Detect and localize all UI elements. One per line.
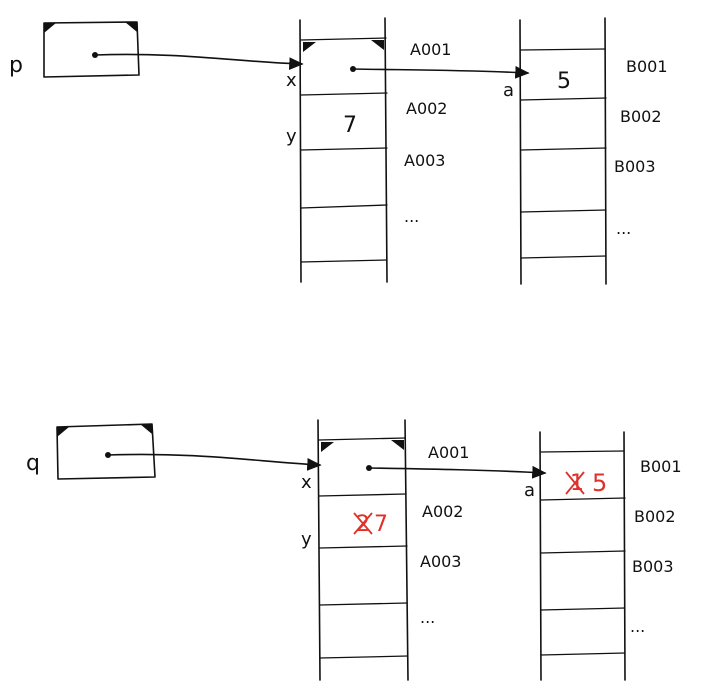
memory-b-right-edge (604, 17, 607, 285)
address-a-more: ... (420, 608, 435, 627)
memory-a-right-edge (384, 17, 388, 283)
memory-b-cell-line (540, 450, 625, 453)
address-a002: A002 (406, 99, 447, 118)
pointer-label-p: p (9, 53, 23, 78)
memory-b-left-edge (519, 19, 522, 285)
memory-b-cell-line (540, 550, 626, 554)
corner-mark (44, 23, 56, 33)
strike-mark (353, 512, 373, 535)
pointer-label-q: q (26, 451, 40, 476)
address-a003: A003 (420, 552, 461, 571)
corner-mark (371, 40, 384, 50)
memory-b-cell-line (520, 147, 607, 151)
corner-mark (140, 424, 152, 434)
memory-a-cell-line (319, 602, 408, 606)
memory-a-cell-line (319, 655, 409, 659)
memory-a-cell-line (300, 147, 388, 151)
address-a001: A001 (428, 443, 469, 462)
memory-a-left-edge (299, 19, 302, 283)
pointer-arrow-x-to-a (352, 65, 530, 79)
memory-a-cell-line (300, 92, 388, 96)
memory-a-left-edge (317, 419, 321, 681)
memory-a-cell-line (318, 437, 406, 441)
memory-a-cell-line (300, 37, 387, 41)
memory-a-cell-line (319, 545, 408, 549)
corner-mark (125, 22, 137, 32)
memory-b-left-edge (539, 431, 542, 681)
memory-b-cell-line (520, 209, 607, 213)
address-b003: B003 (614, 157, 656, 176)
address-b002: B002 (620, 107, 662, 126)
var-label-a: a (503, 80, 514, 101)
memory-b-right-edge (623, 431, 626, 681)
top-scenario: p x y 7 A001 A002 A003 ... a 5 B0 (9, 17, 668, 285)
bottom-scenario: q x y 2 7 A001 A002 A003 ... a (26, 419, 682, 681)
memory-b-cell-line (520, 255, 607, 259)
pointer-box-p (43, 21, 140, 78)
pointer-arrow-q-to-x (107, 453, 322, 471)
corner-mark (303, 42, 316, 52)
address-b-more: ... (630, 617, 645, 636)
memory-b-cell-line (520, 97, 607, 101)
var-label-y: y (286, 126, 297, 147)
strike-mark (565, 471, 585, 495)
corner-mark (391, 440, 404, 450)
memory-b-cell-line (540, 607, 626, 611)
cell-value-a-new: 5 (592, 469, 607, 497)
address-a001: A001 (410, 40, 451, 59)
pointer-arrow-x-to-a (368, 465, 547, 479)
address-b-more: ... (616, 219, 631, 238)
pointer-arrow-p-to-x (94, 53, 304, 70)
memory-a-cell-line (300, 259, 388, 263)
memory-a-right-edge (404, 419, 409, 681)
var-label-x: x (286, 70, 297, 91)
var-label-a: a (524, 480, 535, 501)
address-a002: A002 (422, 502, 463, 521)
address-a003: A003 (404, 151, 445, 170)
memory-b-cell-line (520, 48, 606, 51)
memory-b-cell-line (540, 652, 626, 656)
cell-value-y: 7 (343, 113, 357, 138)
cell-value-y-new: 7 (374, 512, 388, 537)
pointer-box-q (56, 423, 156, 480)
corner-mark (321, 442, 334, 452)
cell-value-a: 5 (557, 69, 571, 94)
var-label-x: x (301, 472, 312, 493)
address-b001: B001 (626, 57, 668, 76)
memory-a-cell-line (318, 493, 407, 497)
corner-mark (57, 427, 69, 437)
address-b002: B002 (634, 507, 676, 526)
memory-b-cell-line (540, 497, 626, 501)
memory-a-cell-line (300, 204, 388, 209)
var-label-y: y (301, 529, 312, 550)
address-a-more: ... (404, 207, 419, 226)
address-b001: B001 (640, 457, 682, 476)
address-b003: B003 (632, 557, 674, 576)
